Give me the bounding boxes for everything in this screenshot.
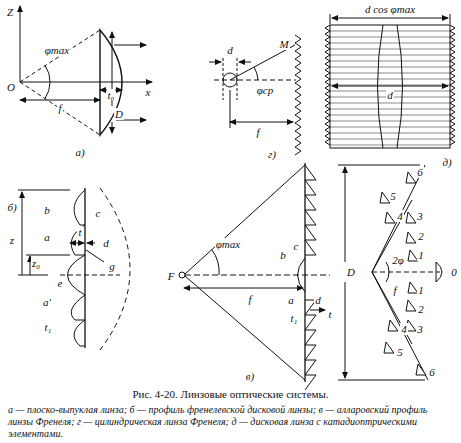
- figure-label: 2φ: [391, 254, 405, 266]
- figure-label: 4: [396, 210, 404, 222]
- figure-label: c: [293, 240, 300, 252]
- fresnel-disc-profile: [18, 188, 130, 350]
- figure-label: 6: [428, 366, 436, 378]
- figure-label: 2: [417, 230, 425, 242]
- figure-label: a: [287, 294, 295, 306]
- figure-label: г): [267, 148, 277, 160]
- figure-label: f: [57, 102, 62, 114]
- figure-label: б): [6, 201, 17, 213]
- plano-convex-lens: [20, 6, 152, 135]
- figure-label: д): [441, 156, 452, 168]
- figure-label: x: [145, 86, 152, 98]
- figure-label: D: [346, 266, 356, 278]
- allard-fresnel-profile: [179, 163, 330, 390]
- figure-label: D: [114, 108, 124, 120]
- figure-label: f: [247, 293, 252, 305]
- figure-caption: Рис. 4-20. Линзовые оптические системы.: [6, 388, 455, 400]
- figure-label: 0: [450, 266, 458, 278]
- figure-label: 1: [417, 249, 425, 261]
- figure-label: O: [6, 81, 16, 93]
- figure-label: в): [245, 370, 255, 382]
- figure-label: a': [42, 296, 52, 308]
- figure-label: c: [95, 207, 102, 219]
- figure-label: 1: [417, 284, 425, 296]
- figure-label: 5: [389, 190, 397, 202]
- figure-label: t₁: [44, 321, 53, 333]
- figure-label: 6: [416, 166, 424, 178]
- figure-label: d: [386, 89, 394, 101]
- figure-label: 5: [396, 346, 404, 358]
- figure-label: e: [57, 277, 64, 289]
- figure-label: t: [77, 226, 82, 238]
- figure-label: b: [279, 249, 287, 261]
- figure-label: z₀: [31, 257, 41, 269]
- caption-legend-text: а — плоско-выпуклая линза; б — профиль ф…: [8, 404, 453, 440]
- figure-label: φmax: [215, 238, 241, 250]
- figure-label: 2: [417, 303, 425, 315]
- figure-label: а): [74, 146, 85, 158]
- figure-label: d: [226, 44, 234, 56]
- figure-label: F: [167, 270, 176, 282]
- figure-label: z: [9, 234, 15, 246]
- figure-label: 3: [416, 210, 424, 222]
- figure-label: t: [327, 308, 332, 320]
- figure-label: t₀: [107, 89, 116, 101]
- figure-label: g: [108, 260, 116, 272]
- figure-label: φср: [256, 84, 274, 96]
- figure-label: d cos φmax: [364, 3, 416, 15]
- figure-label: b: [43, 204, 51, 216]
- figure-label: d: [102, 237, 110, 249]
- figure-label: t₁: [290, 312, 299, 324]
- figure-label: d: [314, 294, 322, 306]
- figure-label: f: [255, 126, 260, 138]
- figure-label: M: [278, 38, 289, 50]
- figure-label: f: [392, 284, 397, 296]
- cylindrical-fresnel-lens: [209, 14, 455, 155]
- catadioptric-disc-lens: [338, 165, 442, 380]
- figure-label: a: [43, 231, 51, 243]
- figure-label: 4: [400, 323, 408, 335]
- figure-label: 3: [416, 323, 424, 335]
- figure-label: Z: [6, 6, 14, 18]
- figure-label: φmax: [44, 44, 70, 56]
